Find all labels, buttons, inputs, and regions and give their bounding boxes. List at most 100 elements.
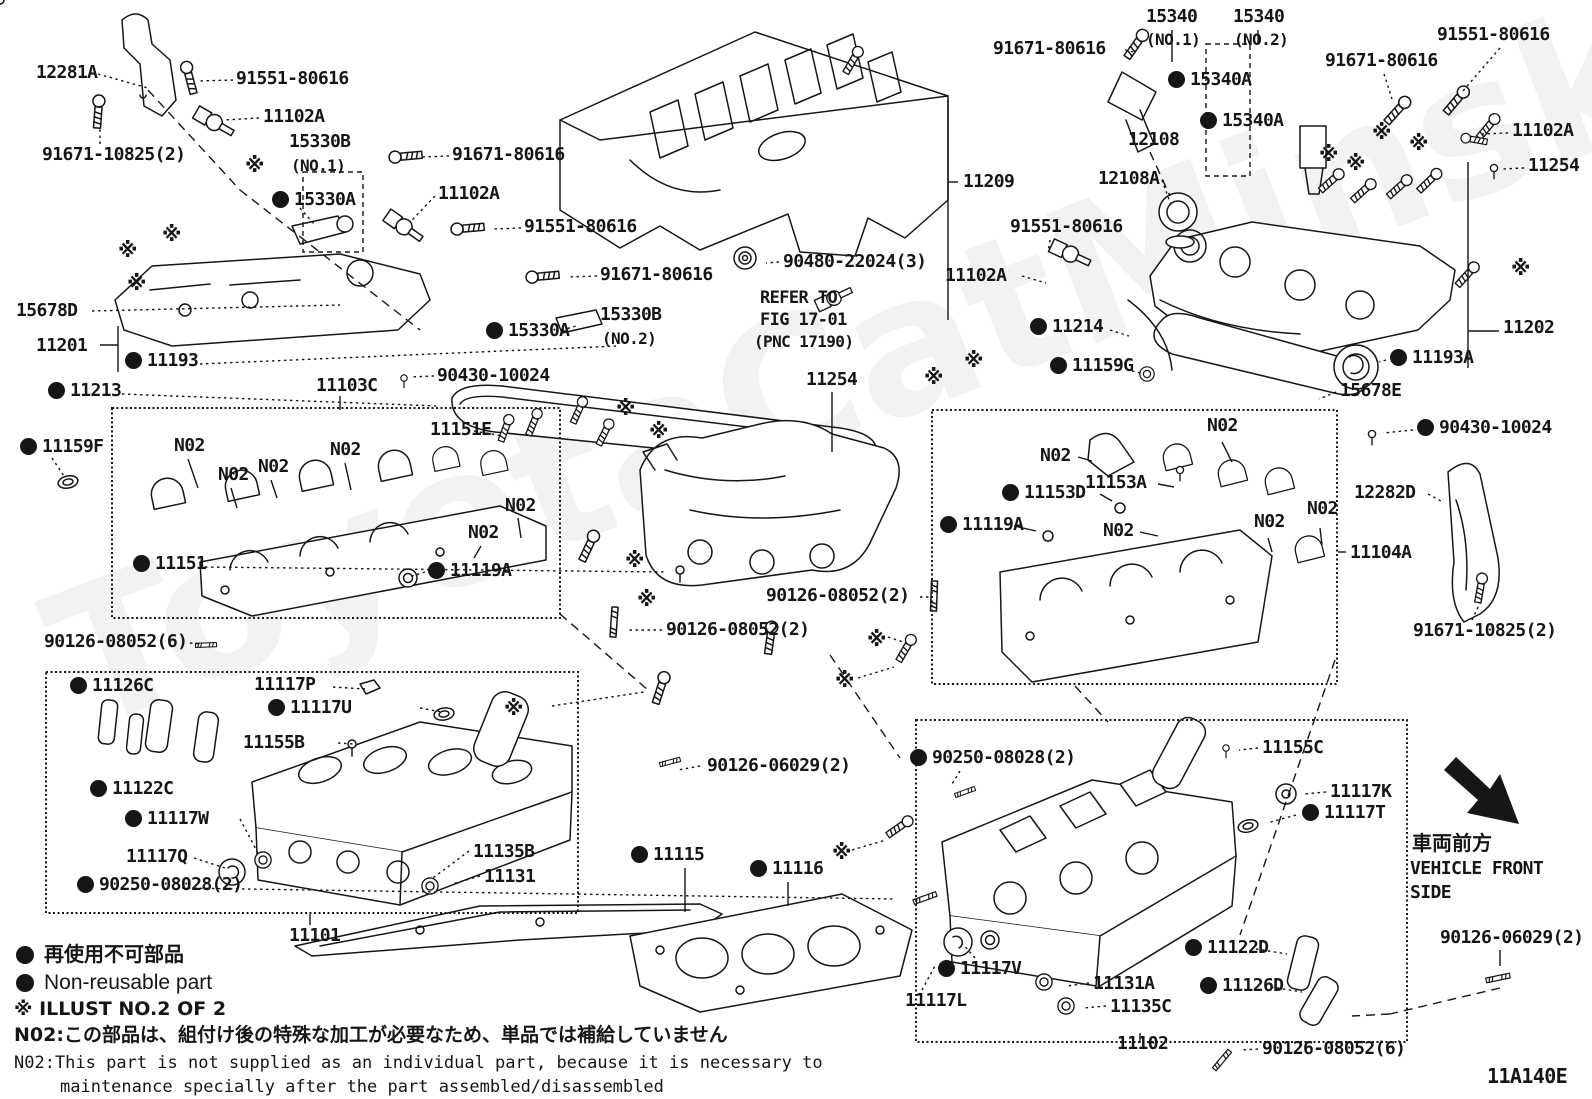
leader-line [239,189,421,331]
nonreusable-dot-icon [272,191,289,208]
nonreusable-dot-icon [1030,318,1047,335]
asterisk-mark: ※ [867,627,887,651]
part-label: 90126-06029(2) [1440,927,1584,948]
nonreusable-dot-icon [1302,804,1319,821]
part-label: 11155C [1262,737,1324,758]
part-label: 91671-80616 [1325,50,1438,71]
part-label: 11117P [254,674,316,695]
engine-cover-art [559,31,949,257]
part-label: 91671-80616 [600,264,713,285]
leader-line [921,963,937,991]
part-label: 90250-08028(2) [910,749,1076,767]
nonreusable-dot-icon [1002,484,1019,501]
part-label: 11202 [1503,317,1555,338]
leader-line [1480,132,1509,135]
part-label: 90430-10024 [1417,419,1552,437]
leader-line [1077,456,1093,462]
leader-line [551,691,645,707]
legend-en-text: Non-reusable part [44,971,213,994]
part-label: (NO.2) [602,329,657,348]
nonreusable-dot-icon [631,846,648,863]
leader-line [344,462,352,491]
part-label: 11117W [125,810,209,828]
part-label: N02 [1254,511,1285,532]
part-label: N02 [330,439,361,460]
leader-line [1139,531,1159,537]
part-label: 15678E [1340,380,1402,401]
part-label: 91671-80616 [993,38,1106,59]
leader-line [332,686,366,690]
part-label: 11153D [1002,484,1086,502]
legend-nonreusable-jp: 再使用不可部品 [16,944,184,964]
asterisk-mark: ※ [118,238,138,262]
leader-line [677,765,701,771]
part-label: 11103C [316,375,378,396]
part-label: 11A140E [1487,1064,1568,1088]
filled-circle-icon [16,946,34,964]
leader-line [1351,1013,1391,1017]
part-label: 90126-08052(2) [666,619,810,640]
leader-line [517,517,522,539]
leader-line [1270,986,1303,993]
leader-line [1099,493,1113,502]
part-label: 12282D [1354,482,1416,503]
part-label: 11155B [243,732,305,753]
leader-line [493,227,522,230]
reference-box [915,719,1408,1043]
leader-line [51,457,65,477]
part-label: 90250-08028(2) [77,876,243,894]
nonreusable-dot-icon [486,322,503,339]
part-label: 11209 [963,171,1015,192]
note-jp: N02:この部品は、組付け後の特殊な加工が必要なため、単品では補給していません [14,1024,728,1046]
reference-box [931,409,1338,685]
part-label: 11122D [1185,939,1269,957]
grouping-dashed-box [1205,43,1251,177]
part-label: 15340 [1233,6,1285,27]
part-label: 11119A [428,562,512,580]
leader-line [121,393,439,407]
leader-line [337,742,354,745]
part-label: 91671-10825(2) [42,144,186,165]
nonreusable-dot-icon [1185,939,1202,956]
nonreusable-dot-icon [910,749,927,766]
part-label: FIG 17-01 [760,310,847,330]
part-label: N02 [1040,445,1071,466]
leader-line [559,613,649,691]
leader-line [147,89,241,191]
part-label: 11151 [133,555,207,573]
note-en-line1: N02:This part is not supplied as an indi… [14,1053,823,1073]
part-label: 11102A [1512,120,1574,141]
leader-line [1382,429,1414,434]
asterisk-mark: ※ [964,348,984,372]
rh-valve-cover-art [1149,221,1456,396]
leader-line [1124,49,1134,53]
part-label: 11102 [1117,1033,1169,1054]
head-gaskets-art [0,0,913,1013]
leader-line [204,566,667,573]
part-label: 11117U [268,699,352,717]
leader-line [1302,791,1327,795]
asterisk-mark: ※ [127,271,147,295]
nonreusable-dot-icon [125,352,142,369]
part-label: 11254 [806,369,858,390]
asterisk-mark: ※ [1409,131,1429,155]
leader-line [419,707,443,713]
leader-line [193,857,229,870]
part-label: 11102A [945,265,1007,286]
part-label: 11117V [938,960,1022,978]
leader-line [1319,527,1323,546]
part-label: 11131 [484,866,536,887]
part-label: 11159F [20,438,104,456]
leader-line [411,195,436,221]
asterisk-mark: ※ [245,153,265,177]
part-label: N02 [1103,520,1134,541]
nonreusable-dot-icon [48,382,65,399]
asterisk-mark: ※ [1511,256,1531,280]
part-label: 11201 [36,335,88,356]
leader-line [765,261,780,264]
reference-box [45,671,579,914]
leader-line [1239,659,1336,936]
part-label: 90480-22024(3) [783,251,927,272]
note-en-line2: maintenance specially after the part ass… [60,1077,664,1097]
nonreusable-dot-icon [1200,977,1217,994]
